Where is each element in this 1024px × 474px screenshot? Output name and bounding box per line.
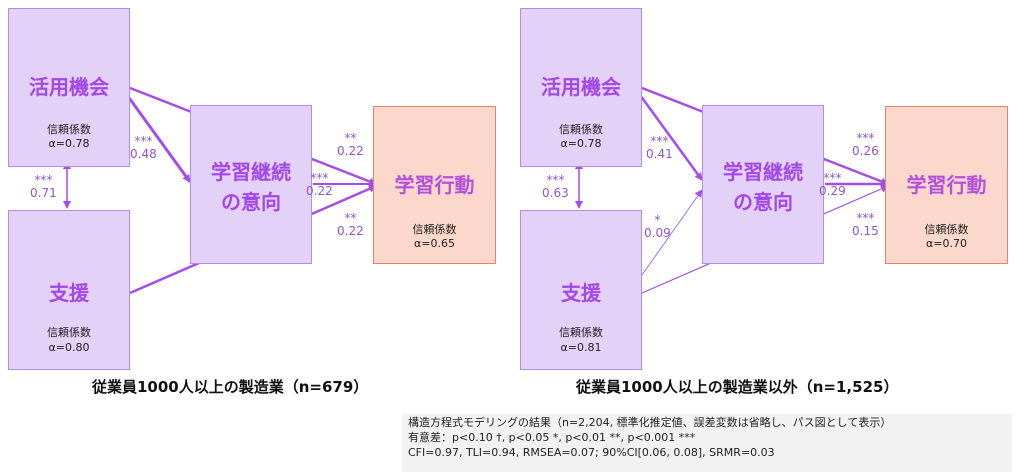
box-title-line1: 学習継続 <box>211 160 291 184</box>
coef-katsuyo-keizoku: *** 0.48 <box>130 135 157 161</box>
reliability-value: α=0.70 <box>926 237 967 250</box>
coef-sig: *** <box>856 211 875 225</box>
box-title: 学習行動 <box>906 173 987 197</box>
coef-sig: * <box>654 213 661 227</box>
coef-sig: *** <box>546 173 565 187</box>
coef-katsuyo-kodo: ** 0.22 <box>337 132 364 158</box>
path-shien-keizoku <box>641 189 703 276</box>
path-katsuyo-keizoku <box>125 94 192 183</box>
coef-sig: *** <box>856 131 875 145</box>
coef-sig: *** <box>823 171 842 185</box>
coef-corr: *** 0.63 <box>542 174 569 200</box>
box-title: 支援 <box>49 281 89 305</box>
box-title-line1: 学習継続 <box>723 160 803 184</box>
coef-shien-kodo: *** 0.15 <box>852 212 879 238</box>
box-title: 学習行動 <box>394 173 475 197</box>
coef-katsuyo-kodo: *** 0.26 <box>852 132 879 158</box>
coef-corr: *** 0.71 <box>30 174 57 200</box>
reliability-value: α=0.78 <box>48 137 90 150</box>
box-shien: 支援 信頼係数 α=0.80 <box>8 210 130 370</box>
coef-value: 0.22 <box>306 184 333 198</box>
box-katsuyo-kikai: 活用機会 信頼係数 α=0.78 <box>8 8 130 167</box>
model-notes: 構造方程式モデリングの結果（n=2,204, 標準化推定値、誤差変数は省略し、パ… <box>402 414 1012 472</box>
panel-manufacturing-1000plus: 活用機会 信頼係数 α=0.78 支援 信頼係数 α=0.80 学習継続 の意向… <box>0 0 512 404</box>
panel-non-manufacturing: 活用機会 信頼係数 α=0.78 支援 信頼係数 α=0.81 学習継続 の意向… <box>512 0 1024 404</box>
coef-value: 0.29 <box>819 184 846 198</box>
reliability-label: 信頼係数 <box>924 223 969 236</box>
note-line: CFI=0.97, TLI=0.94, RMSEA=0.07; 90%CI[0.… <box>408 446 775 459</box>
coef-sig: *** <box>34 173 53 187</box>
box-gakushu-kodo: 学習行動 信頼係数 α=0.70 <box>885 106 1008 264</box>
panel-caption-left: 従業員1000人以上の製造業（n=679） <box>92 378 369 396</box>
reliability-value: α=0.65 <box>414 237 455 250</box>
box-shien: 支援 信頼係数 α=0.81 <box>520 210 642 370</box>
coef-value: 0.22 <box>337 144 364 158</box>
coef-value: 0.48 <box>130 147 157 161</box>
coef-keizoku-kodo: *** 0.29 <box>819 172 846 198</box>
path-katsuyo-keizoku <box>638 94 704 181</box>
reliability-value: α=0.81 <box>560 341 602 354</box>
coef-sig: *** <box>650 134 669 148</box>
box-title-line2: の意向 <box>221 190 281 214</box>
coef-sig: *** <box>134 134 153 148</box>
reliability-label: 信頼係数 <box>559 123 603 136</box>
coef-value: 0.63 <box>542 186 569 200</box>
coef-sig: ** <box>344 131 357 145</box>
box-gakushu-kodo: 学習行動 信頼係数 α=0.65 <box>373 106 496 264</box>
panel-caption-right: 従業員1000人以上の製造業以外（n=1,525） <box>576 378 899 396</box>
box-title: 活用機会 <box>29 75 109 99</box>
coef-value: 0.09 <box>644 226 671 240</box>
reliability-value: α=0.78 <box>560 137 602 150</box>
coef-katsuyo-keizoku: *** 0.41 <box>646 135 673 161</box>
coef-keizoku-kodo: *** 0.22 <box>306 172 333 198</box>
reliability-label: 信頼係数 <box>412 223 457 236</box>
reliability-label: 信頼係数 <box>47 326 91 339</box>
reliability-label: 信頼係数 <box>559 326 603 339</box>
coef-sig: ** <box>344 211 357 225</box>
box-title-line2: の意向 <box>733 190 793 214</box>
coef-value: 0.26 <box>852 144 879 158</box>
coef-shien-kodo: ** 0.22 <box>337 212 364 238</box>
coef-value: 0.41 <box>646 147 673 161</box>
box-gakushu-keizoku: 学習継続 の意向 <box>190 105 312 264</box>
box-gakushu-keizoku: 学習継続 の意向 <box>702 105 824 264</box>
coef-shien-keizoku: * 0.09 <box>644 214 671 240</box>
box-title: 活用機会 <box>541 75 621 99</box>
box-title: 支援 <box>561 281 601 305</box>
coef-sig: *** <box>310 171 329 185</box>
note-line: 有意差：p<0.10 †, p<0.05 *, p<0.01 **, p<0.0… <box>408 431 696 444</box>
coef-value: 0.22 <box>337 224 364 238</box>
coef-value: 0.15 <box>852 224 879 238</box>
box-katsuyo-kikai: 活用機会 信頼係数 α=0.78 <box>520 8 642 167</box>
note-line: 構造方程式モデリングの結果（n=2,204, 標準化推定値、誤差変数は省略し、パ… <box>408 416 892 429</box>
reliability-label: 信頼係数 <box>47 123 91 136</box>
coef-value: 0.71 <box>30 186 57 200</box>
reliability-value: α=0.80 <box>48 341 90 354</box>
